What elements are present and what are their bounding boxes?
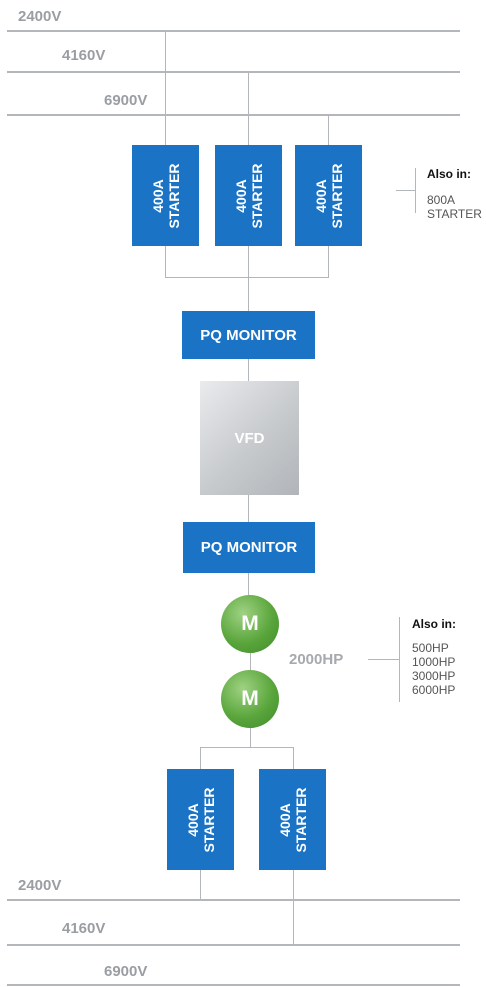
bus-bottom-2400v-label: 2400V xyxy=(18,877,62,894)
motor-note-item: 500HP xyxy=(412,641,449,655)
motor-note-item: 6000HP xyxy=(412,683,456,697)
motor-out-line xyxy=(250,728,251,747)
starter-note-title: Also in: xyxy=(427,167,471,181)
starter-note-item: 800A xyxy=(427,193,456,207)
motor-note-item: 3000HP xyxy=(412,669,456,683)
starter-label-line1: 400A xyxy=(184,802,201,837)
bus-top-6900v-label: 6900V xyxy=(104,92,148,109)
starter-note-connector xyxy=(396,190,415,191)
starter-out-line-2 xyxy=(248,246,249,311)
vfd-to-pq-line xyxy=(248,495,249,522)
bus-top-6900v-line xyxy=(7,114,460,116)
starter-note-item: STARTER xyxy=(427,207,482,221)
bottom-starter-drop-2 xyxy=(293,870,294,944)
bus-bottom-6900v-line xyxy=(7,984,460,986)
motor-1: M xyxy=(221,595,279,653)
starter-label-line1: 400A xyxy=(232,178,249,213)
motor-note-item: 1000HP xyxy=(412,655,456,669)
starter-out-line-3 xyxy=(328,246,329,277)
bus-bottom-4160v-line xyxy=(7,944,460,946)
starter-label-line2: STARTER xyxy=(292,786,309,853)
bottom-collector-line xyxy=(200,747,294,748)
vfd-block: VFD xyxy=(200,381,299,495)
bus-bottom-6900v-label: 6900V xyxy=(104,963,148,980)
drop-line-4160v xyxy=(248,73,249,145)
bus-bottom-2400v-line xyxy=(7,899,460,901)
starter-out-line-1 xyxy=(165,246,166,277)
motor-note-bracket xyxy=(399,617,400,702)
starter-label-line1: 400A xyxy=(276,802,293,837)
starter-label-line2: STARTER xyxy=(165,162,182,229)
motor-note-connector xyxy=(368,659,399,660)
drop-line-6900v xyxy=(328,116,329,145)
pq-monitor-top: PQ MONITOR xyxy=(182,311,315,359)
bus-bottom-4160v-label: 4160V xyxy=(62,920,106,937)
starter-note-items: 800A STARTER xyxy=(427,193,482,221)
bottom-drop-line-1 xyxy=(200,747,201,769)
bus-top-2400v-label: 2400V xyxy=(18,8,62,25)
pq-to-motor-line xyxy=(248,573,249,595)
drop-line-2400v xyxy=(165,32,166,145)
motor-note-items: 500HP 1000HP 3000HP 6000HP xyxy=(412,641,455,697)
starter-label-line2: STARTER xyxy=(328,162,345,229)
bus-top-4160v-label: 4160V xyxy=(62,47,106,64)
motor-link-line xyxy=(250,653,251,670)
starter-label-line2: STARTER xyxy=(248,162,265,229)
motor-note-title: Also in: xyxy=(412,617,456,631)
motor-rating: 2000HP xyxy=(289,651,344,668)
bottom-drop-line-2 xyxy=(293,747,294,769)
pq-to-vfd-line xyxy=(248,359,249,381)
starter-note-bracket xyxy=(415,168,416,213)
motor-2: M xyxy=(221,670,279,728)
bus-top-2400v-line xyxy=(7,30,460,32)
bus-top-4160v-line xyxy=(7,71,460,73)
starter-label-line2: STARTER xyxy=(200,786,217,853)
starter-label-line1: 400A xyxy=(312,178,329,213)
starter-label-line1: 400A xyxy=(149,178,166,213)
starter-collector-line xyxy=(165,277,329,278)
pq-monitor-bottom: PQ MONITOR xyxy=(183,522,315,573)
bottom-starter-drop-1 xyxy=(200,870,201,899)
